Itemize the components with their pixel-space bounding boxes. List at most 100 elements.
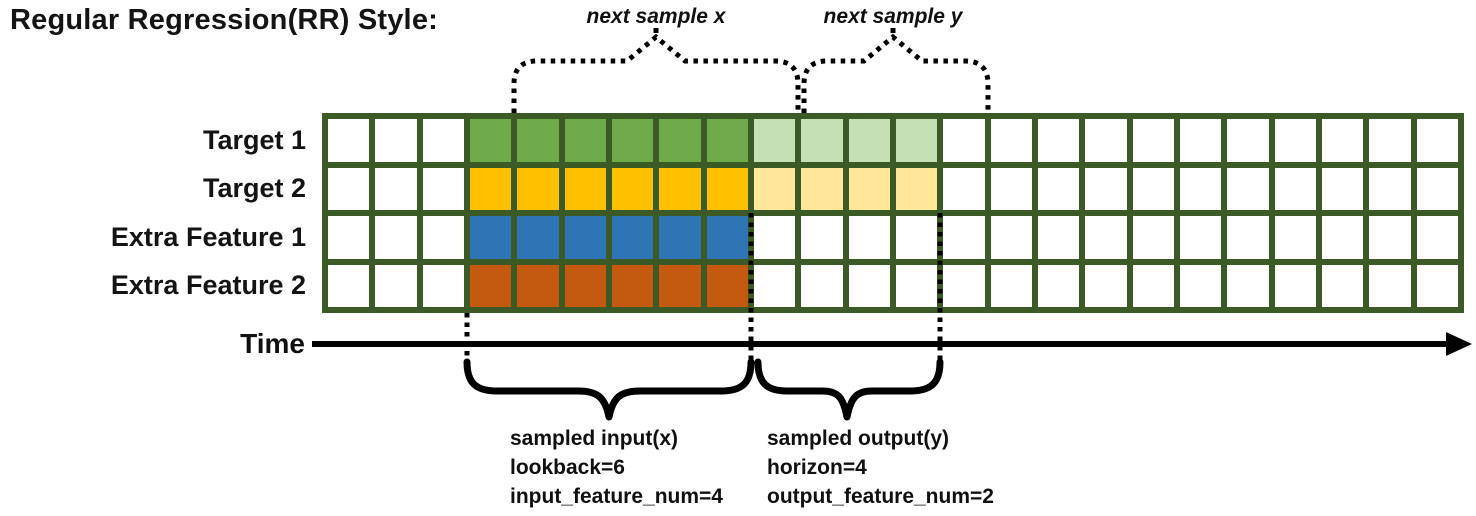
grid-cell [801,119,843,162]
grid-cell [659,264,701,307]
grid-cell [895,264,938,307]
grid-cell [943,264,985,307]
grid-cell [1227,264,1269,307]
grid-cell [564,119,606,162]
grid-cell [375,119,417,162]
grid-cell [469,119,512,162]
grid-cell [706,167,748,210]
grid-cell [422,264,464,307]
sampled-output-caption-line-1: sampled output(y) [767,427,949,450]
grid-cell [1085,216,1127,259]
grid-cell [1321,216,1364,259]
grid-cell [469,216,512,259]
grid-cell [375,216,417,259]
time-axis-label: Time [240,328,305,359]
grid-cell [564,216,606,259]
grid-cell [1227,119,1269,162]
diagram-title: Regular Regression(RR) Style: [10,4,438,36]
grid-cell [328,216,370,259]
grid-cell [1085,167,1127,210]
grid-cell [611,216,654,259]
grid-cell [706,216,748,259]
sample-grid [322,113,1464,313]
grid-cell [1037,264,1080,307]
grid-cell [564,167,606,210]
sampled-input-caption-line-2: lookback=6 [510,456,625,479]
grid-cell [1179,119,1222,162]
grid-cell [990,216,1032,259]
grid-cell [848,167,890,210]
time-axis-arrowhead [1446,332,1472,356]
grid-cell [1037,119,1080,162]
grid-cell [1369,119,1411,162]
grid-cell [1227,167,1269,210]
grid-cell [611,167,654,210]
grid-cell [1274,119,1316,162]
grid-cell [659,119,701,162]
grid-cell [517,216,559,259]
next-sample-x-brace [511,33,801,113]
next-sample-x-label: next sample x [586,5,726,28]
grid-cell [1416,264,1458,307]
grid-cell [753,119,796,162]
grid-cell [1037,167,1080,210]
grid-cell [1369,264,1411,307]
grid-cell [375,264,417,307]
grid-cell [1179,264,1222,307]
grid-cell [469,264,512,307]
grid-cell [422,167,464,210]
grid-cell [1321,167,1364,210]
grid-cell [422,119,464,162]
grid-cell [753,167,796,210]
grid-cell [895,119,938,162]
sampled-output-brace [754,358,944,421]
grid-cell [1416,119,1458,162]
row-label-target-2: Target 2 [202,173,306,203]
grid-cell [611,264,654,307]
row-label-extra-feature-2: Extra Feature 2 [110,270,306,300]
grid-cell [1274,167,1316,210]
grid-cell [1274,216,1316,259]
grid-cell [422,216,464,259]
grid-cell [943,167,985,210]
grid-cell [328,119,370,162]
sampled-output-caption: sampled output(y) horizon=4 output_featu… [767,424,994,511]
grid-cell [1179,216,1222,259]
grid-cell [801,264,843,307]
grid-cell [1037,216,1080,259]
grid-cell [990,167,1032,210]
grid-cell [848,119,890,162]
row-label-target-1: Target 1 [202,125,306,155]
grid-cell [1369,167,1411,210]
grid-cell [517,167,559,210]
grid-cell [1369,216,1411,259]
next-sample-y-brace [801,33,991,113]
grid-cell [1132,119,1174,162]
grid-cell [469,167,512,210]
grid-cell [943,119,985,162]
grid-cell [1132,216,1174,259]
grid-cell [375,167,417,210]
grid-cell [1321,264,1364,307]
grid-cell [706,119,748,162]
grid-cell [895,216,938,259]
grid-cell [328,264,370,307]
grid-cell [517,264,559,307]
sampled-output-caption-line-3: output_feature_num=2 [767,485,994,508]
sampled-output-caption-line-2: horizon=4 [767,456,867,479]
sampled-input-caption: sampled input(x) lookback=6 input_featur… [510,424,723,511]
grid-cell [611,119,654,162]
grid-cell [1416,167,1458,210]
sampled-input-caption-line-3: input_feature_num=4 [510,485,723,508]
grid-cell [895,167,938,210]
grid-cell [848,264,890,307]
grid-cell [990,264,1032,307]
grid-cell [1227,216,1269,259]
grid-cell [659,167,701,210]
grid-cell [1416,216,1458,259]
grid-cell [1321,119,1364,162]
grid-cell [1085,264,1127,307]
sampled-input-caption-line-1: sampled input(x) [510,427,679,450]
sampled-input-brace [463,358,755,421]
